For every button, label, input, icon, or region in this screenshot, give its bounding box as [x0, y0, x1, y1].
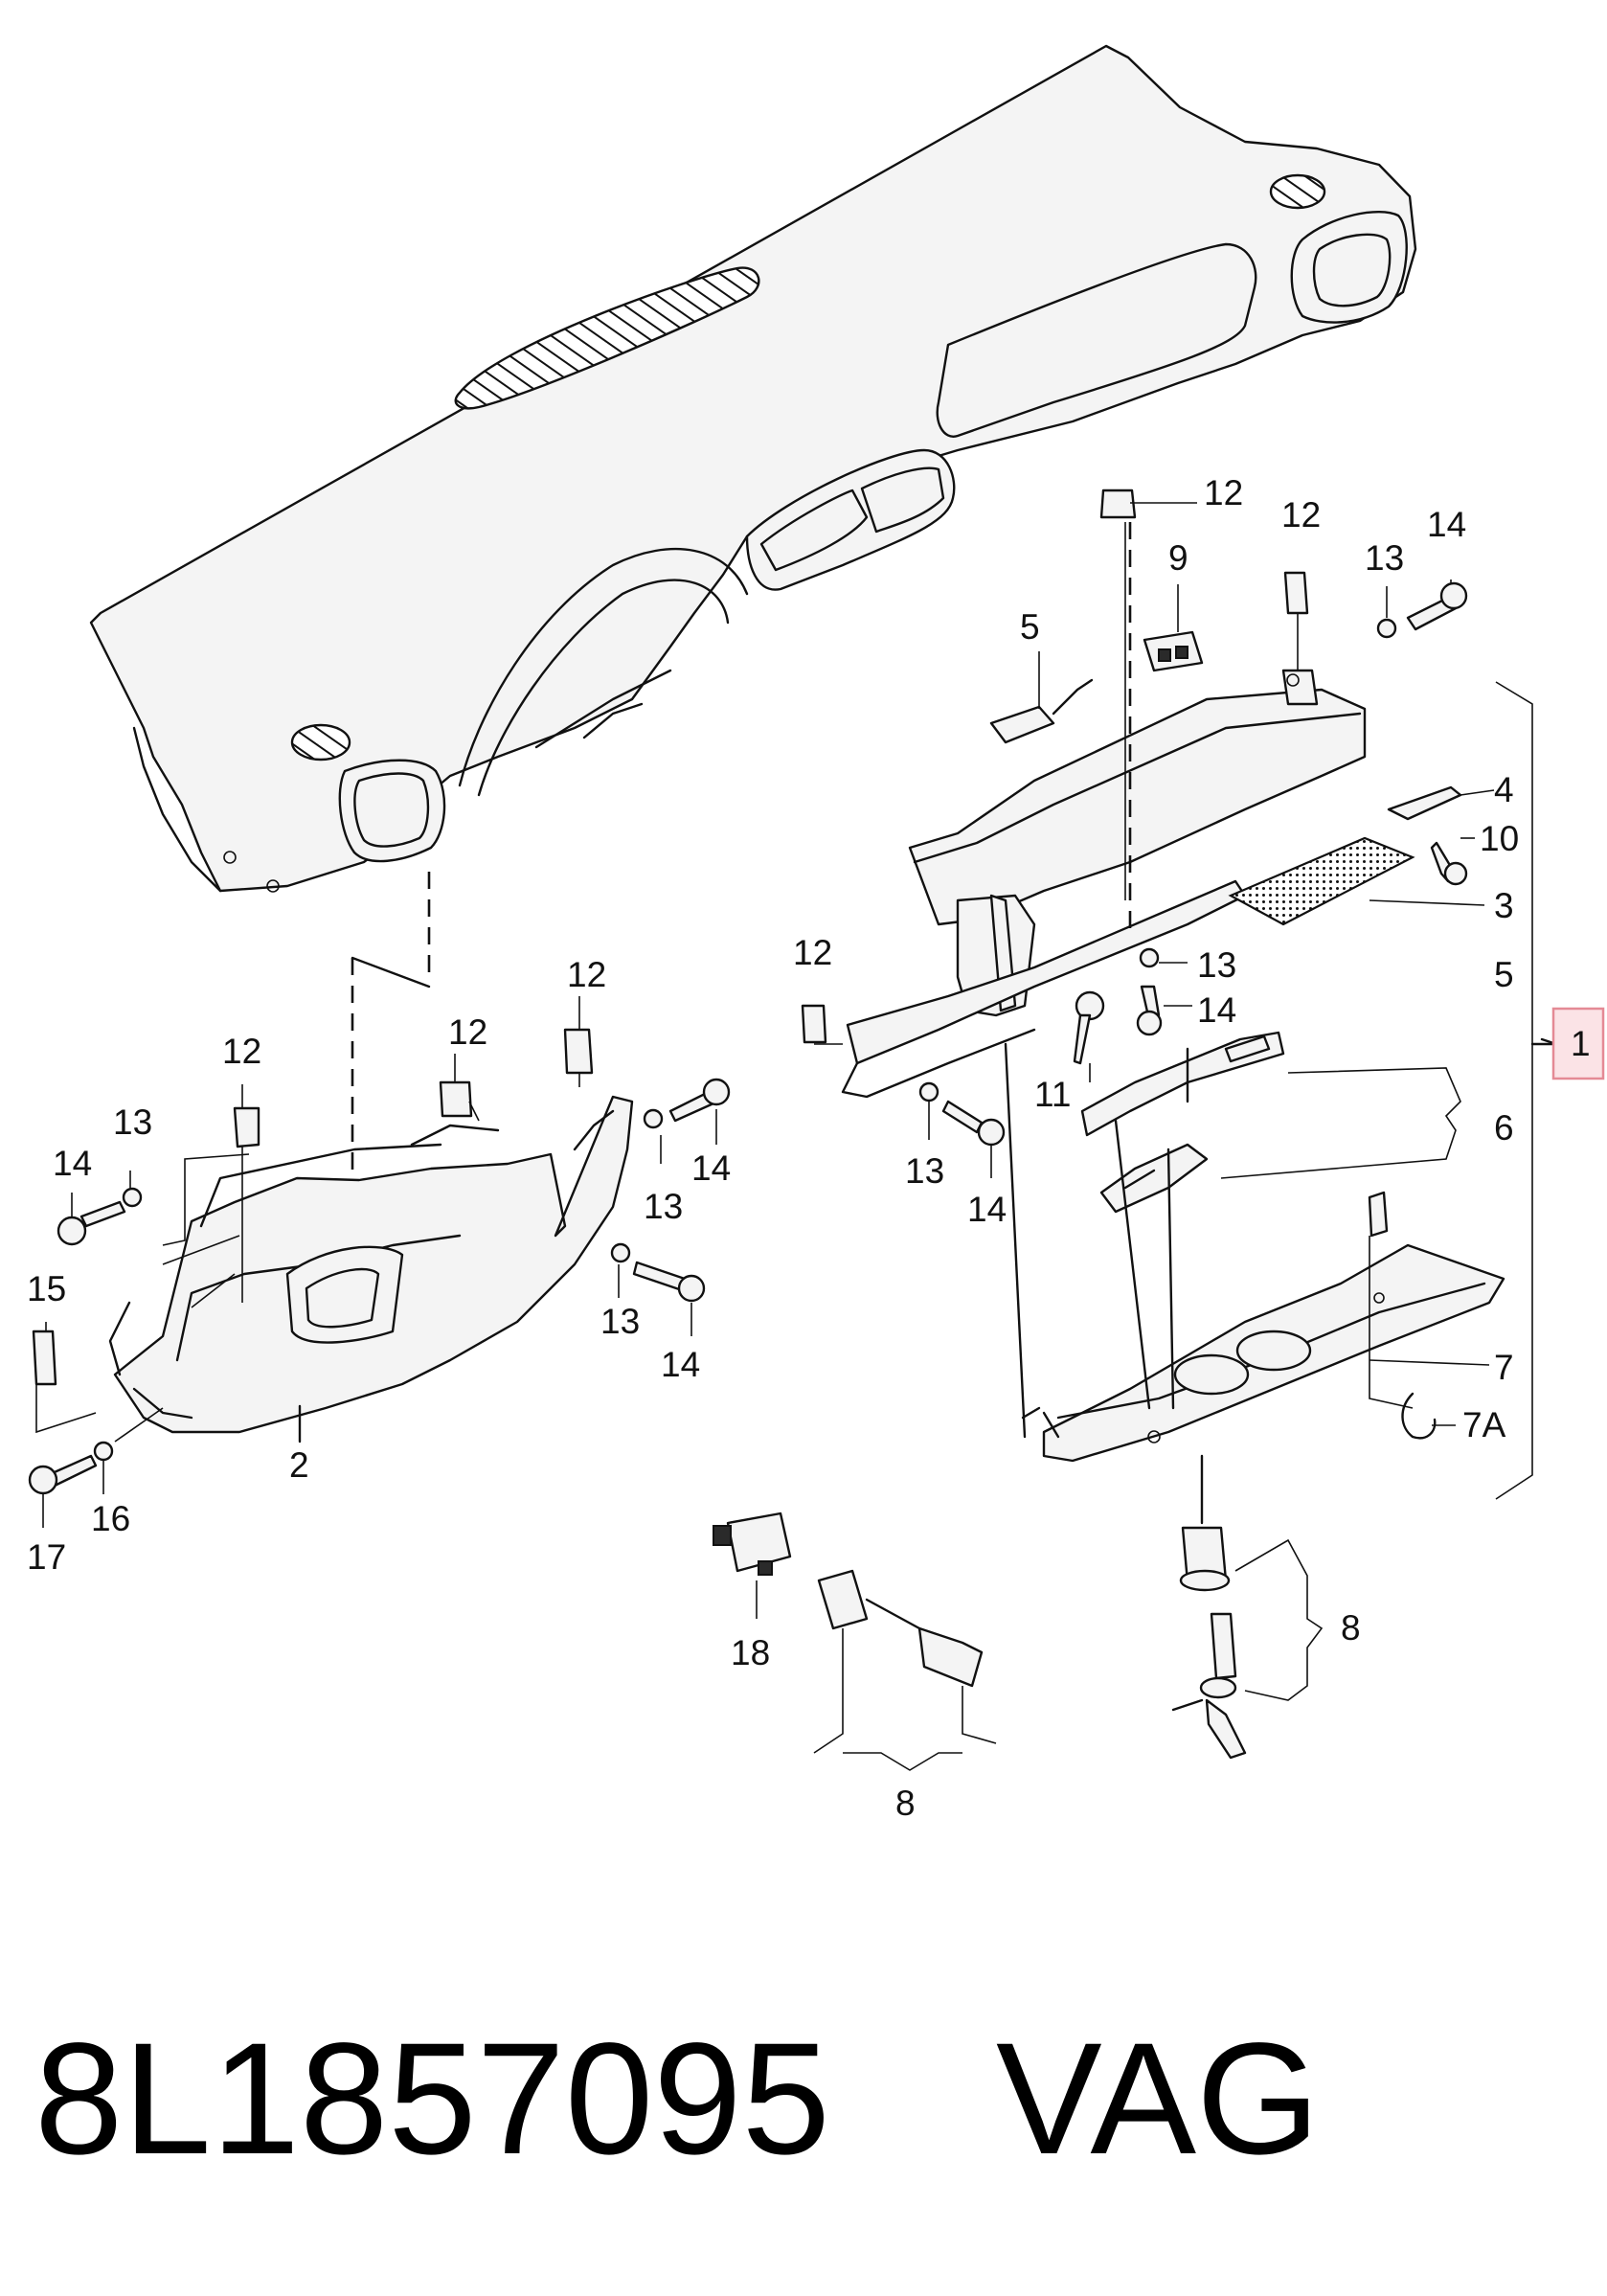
footer: 8L1857095 VAG: [34, 2011, 1320, 2188]
callout-13: 13: [1365, 538, 1404, 578]
callout-labels: 12 12 14 13 9 5 4 10 3 5 13 14 12 11 13 …: [27, 473, 1519, 1823]
callout-5: 5: [1494, 955, 1514, 994]
callout-18: 18: [731, 1633, 770, 1672]
callout-14: 14: [1427, 505, 1466, 544]
callout-14: 14: [967, 1190, 1007, 1229]
dashboard-panel: [89, 44, 1417, 893]
callout-12: 12: [222, 1032, 261, 1071]
callout-13: 13: [600, 1302, 640, 1341]
callout-17: 17: [27, 1537, 66, 1577]
callout-12: 12: [567, 955, 606, 994]
part-number: 8L1857095: [34, 2011, 830, 2188]
callout-14: 14: [691, 1148, 731, 1188]
callout-13: 13: [1197, 945, 1236, 985]
callout-14: 14: [53, 1144, 92, 1183]
callout-11: 11: [1034, 1075, 1071, 1114]
small-parts: [28, 489, 1468, 1760]
callout-13: 13: [905, 1151, 944, 1191]
leader-lines: [35, 502, 1558, 1771]
callout-6: 6: [1494, 1108, 1514, 1148]
callout-3: 3: [1494, 886, 1514, 925]
callout-7a: 7A: [1462, 1405, 1506, 1444]
callout-2: 2: [289, 1445, 309, 1485]
callout-9: 9: [1168, 538, 1188, 578]
callout-8: 8: [895, 1784, 916, 1823]
callout-14: 14: [661, 1345, 700, 1384]
callout-15: 15: [27, 1269, 66, 1308]
callout-12: 12: [793, 933, 832, 972]
callout-12: 12: [448, 1012, 487, 1052]
callout-1-highlight[interactable]: 1: [1551, 1007, 1605, 1080]
callout-12: 12: [1281, 495, 1321, 534]
lower-trim-panel-left: [108, 1095, 634, 1434]
callout-14: 14: [1197, 990, 1236, 1030]
glovebox-housing: [841, 669, 1367, 1099]
callout-7: 7: [1494, 1348, 1514, 1387]
callout-5: 5: [1020, 607, 1040, 647]
callout-4: 4: [1494, 770, 1514, 809]
callout-13: 13: [113, 1103, 152, 1142]
callout-8: 8: [1341, 1608, 1361, 1648]
callout-13: 13: [644, 1187, 683, 1226]
callout-1: 1: [1571, 1024, 1591, 1063]
glovebox-lid: [1042, 1191, 1505, 1463]
callout-12: 12: [1204, 473, 1243, 512]
brand-label: VAG: [996, 2011, 1320, 2188]
callout-10: 10: [1480, 819, 1519, 858]
callout-16: 16: [91, 1499, 130, 1538]
